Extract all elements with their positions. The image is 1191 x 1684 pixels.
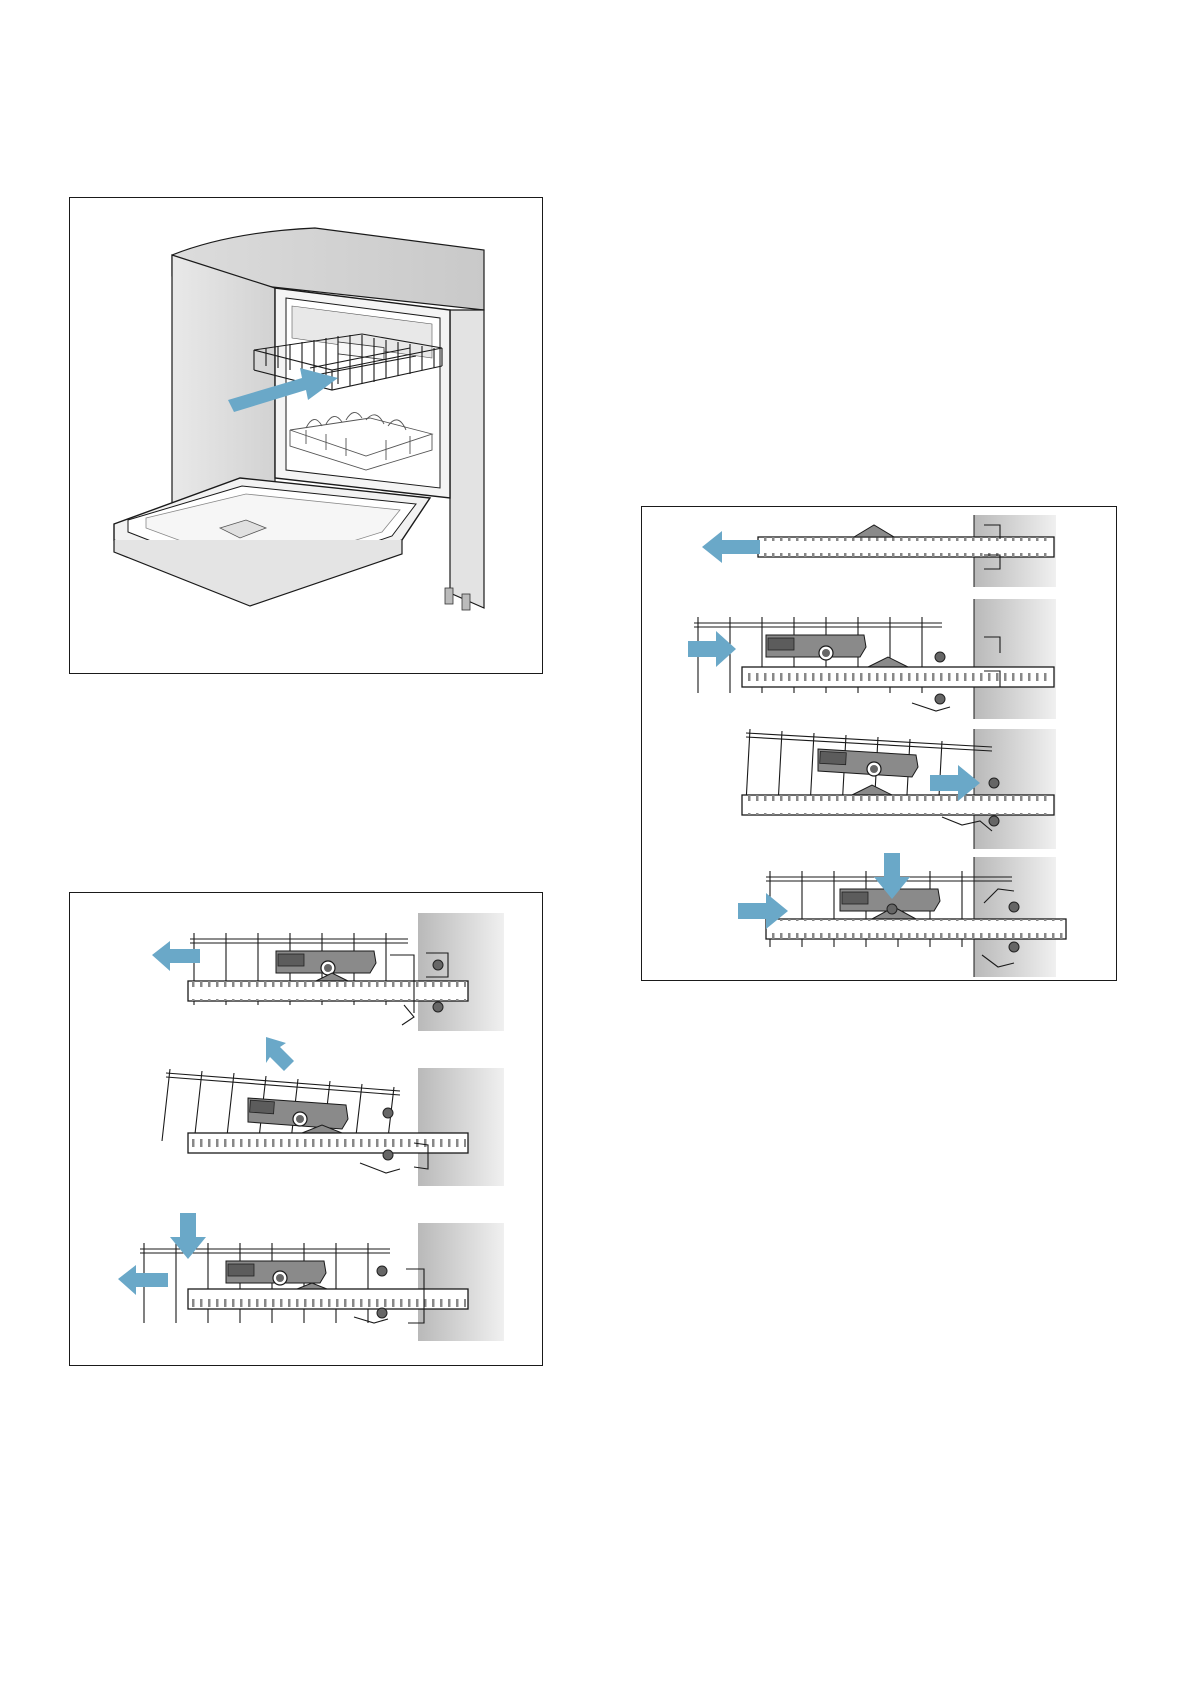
arrow-up-left-icon: [266, 1037, 294, 1071]
removal-step-2: [162, 1037, 504, 1186]
arrow-left-icon: [118, 1265, 168, 1295]
side-wall: [974, 599, 1056, 719]
dishwasher-illustration: [70, 198, 543, 674]
removal-step-3: [118, 1213, 504, 1341]
insertion-step-1: [702, 515, 1056, 587]
insertion-step-4: [738, 853, 1066, 977]
left-cabinet: [172, 255, 275, 518]
figure-rack-removal-steps: [69, 892, 543, 1366]
right-cabinet: [450, 310, 484, 608]
figure-dishwasher-rack-removal: [69, 197, 543, 674]
insertion-step-2: [688, 599, 1056, 719]
side-wall: [418, 1223, 504, 1341]
arrow-down-icon: [170, 1213, 206, 1259]
rack-insertion-illustration: [642, 507, 1117, 981]
arrow-right-icon: [688, 631, 736, 667]
figure-rack-insertion-steps: [641, 506, 1117, 981]
arrow-left-icon: [702, 531, 760, 563]
side-wall: [418, 1068, 504, 1186]
side-wall: [974, 857, 1056, 977]
removal-step-1: [152, 913, 504, 1031]
side-wall: [418, 913, 504, 1031]
arrow-left-icon: [152, 941, 200, 971]
insertion-step-3: [742, 729, 1056, 849]
rack-removal-illustration: [70, 893, 543, 1366]
